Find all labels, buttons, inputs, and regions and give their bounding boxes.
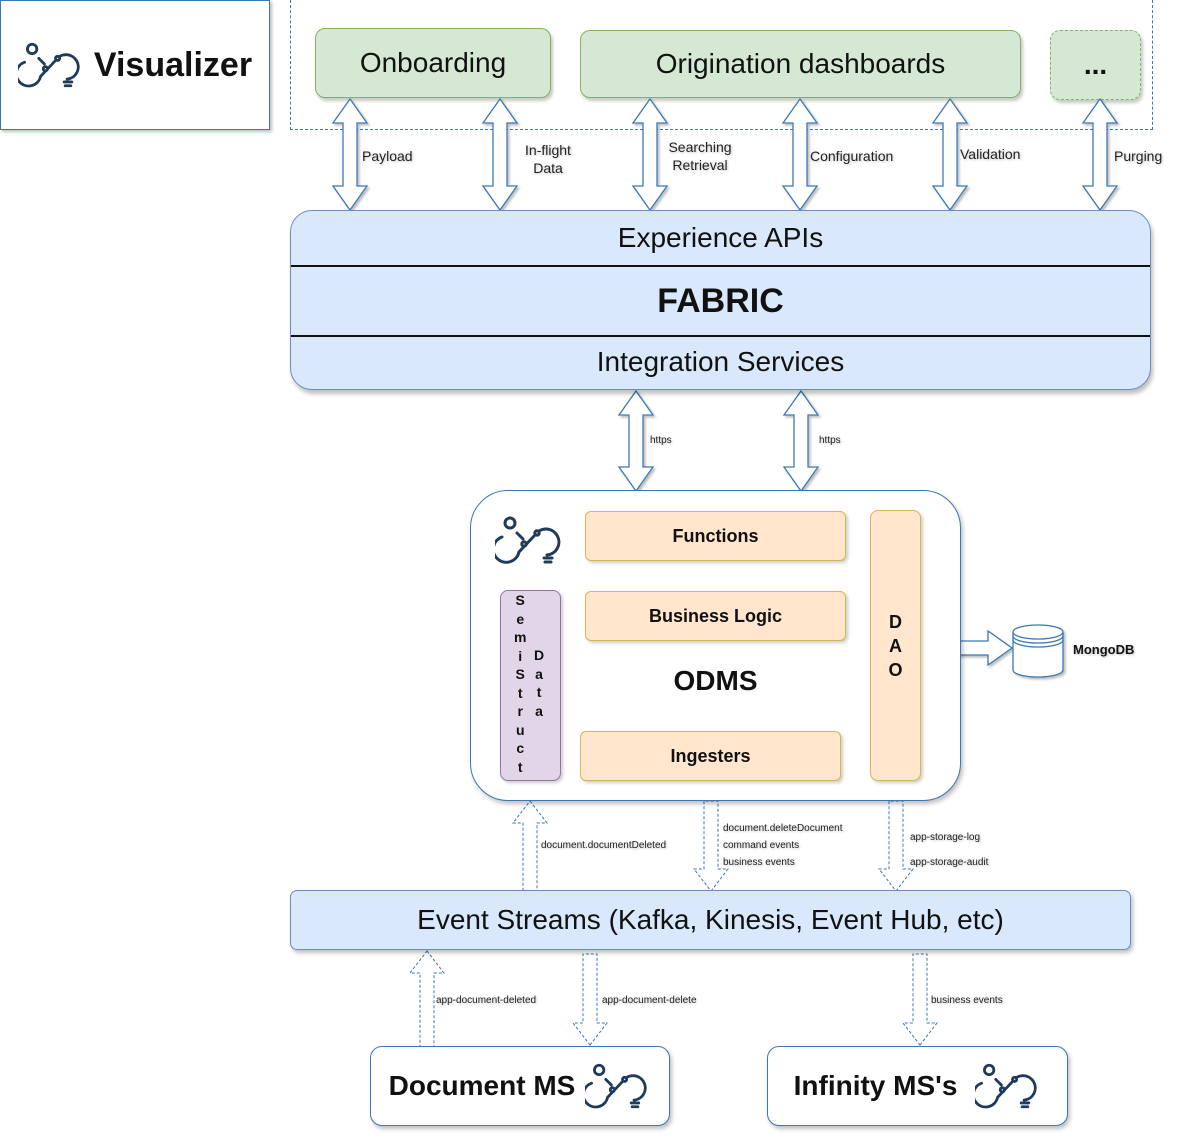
link-label-configuration: Configuration [810, 148, 894, 164]
infinity-person-bulb-icon [585, 1062, 651, 1110]
module-functions[interactable]: Functions [585, 511, 846, 561]
brand-title: Visualizer [93, 45, 253, 84]
semistruct-letter: c [516, 740, 525, 756]
infinity-person-bulb-icon [975, 1062, 1041, 1110]
module-label: Ingesters [670, 745, 751, 766]
semistruct-letter: m [514, 629, 527, 645]
divider [291, 335, 1150, 337]
dao-letter: A [888, 635, 902, 656]
fabric-layer: Experience APIs FABRIC Integration Servi… [290, 210, 1151, 390]
link-label-app-document-delete: app-document-delete [602, 995, 697, 1006]
down-arrow [877, 800, 915, 892]
link-label-purging: Purging [1114, 148, 1163, 164]
data-letter: t [536, 684, 542, 700]
consumer-label: ... [1083, 49, 1108, 80]
link-label-payload: Payload [362, 148, 413, 164]
event-streams-label: Event Streams (Kafka, Kinesis, Event Hub… [417, 904, 1004, 935]
integration-services: Integration Services [596, 346, 845, 377]
module-label: Business Logic [648, 605, 783, 626]
consumer-more[interactable]: ... [1050, 30, 1141, 100]
divider [291, 265, 1150, 267]
consumer-label: Onboarding [359, 47, 507, 78]
module-label: Functions [672, 525, 759, 546]
fabric-title: FABRIC [657, 281, 784, 320]
double-arrow [782, 389, 820, 493]
double-arrow [617, 389, 655, 493]
dao-letter: D [888, 611, 902, 632]
mongodb-label: MongoDB [1073, 642, 1135, 657]
module-business-logic[interactable]: Business Logic [585, 591, 846, 641]
link-label-https: https [650, 435, 672, 446]
semistruct-letter: S [515, 592, 525, 608]
link-label-validation: Validation [960, 146, 1021, 162]
link-label-https: https [819, 435, 841, 446]
semistruct-letter: r [517, 703, 523, 719]
semistruct-letter: i [518, 647, 523, 664]
module-ingesters[interactable]: Ingesters [580, 731, 841, 781]
document-ms-box[interactable]: Document MS [370, 1046, 670, 1126]
infinity-ms-box[interactable]: Infinity MS's [767, 1046, 1068, 1126]
link-label-center-events: document.deleteDocument command events b… [723, 823, 843, 868]
database-cylinder-icon [1012, 624, 1064, 678]
consumer-onboarding[interactable]: Onboarding [315, 28, 551, 98]
infinity-person-bulb-icon [495, 515, 565, 565]
semistruct-letter: e [516, 610, 525, 627]
data-letter: D [534, 647, 545, 663]
consumer-origination-dashboards[interactable]: Origination dashboards [580, 30, 1021, 98]
data-letter: a [535, 665, 543, 682]
link-label-app-document-deleted: app-document-deleted [436, 995, 537, 1006]
ms-label: Document MS [388, 1070, 576, 1101]
odms-title: ODMS [673, 665, 758, 696]
brand-box: Visualizer [0, 0, 270, 130]
experience-apis: Experience APIs [617, 222, 824, 253]
link-label-business-events: business events [931, 995, 1003, 1006]
ms-label: Infinity MS's [793, 1070, 958, 1101]
infinity-person-bulb-icon [18, 41, 84, 89]
semistruct-letter: t [517, 758, 523, 775]
event-streams-bar: Event Streams (Kafka, Kinesis, Event Hub… [290, 890, 1131, 950]
consumers-group [290, 0, 1153, 130]
dao-letter: O [888, 659, 903, 680]
link-label-document-deleted: document.documentDeleted [541, 840, 667, 851]
semistruct-letter: S [515, 666, 525, 682]
semistruct-letter: u [515, 721, 525, 738]
data-letter: a [535, 702, 543, 719]
consumer-label: Origination dashboards [655, 48, 946, 79]
link-label-storage-events: app-storage-log app-storage-audit [910, 832, 989, 868]
semistruct-letter: t [517, 684, 523, 701]
